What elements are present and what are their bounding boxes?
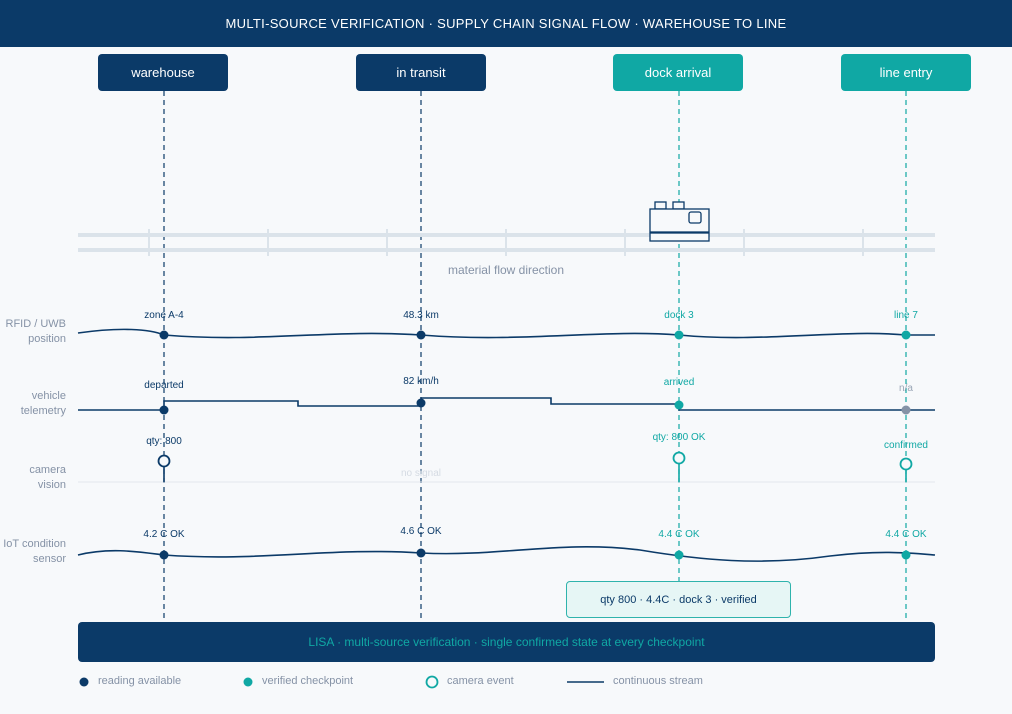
legend-verified-dot-icon [243, 677, 253, 687]
legend-camera-ring-icon [425, 675, 439, 689]
vehicle-icon [649, 201, 710, 242]
rfid-value-dock: dock 3 [664, 310, 694, 321]
diagram-title: MULTI-SOURCE VERIFICATION · SUPPLY CHAIN… [0, 0, 1012, 47]
rfid-reading-dot [159, 330, 169, 340]
legend-stream-label: continuous stream [613, 675, 703, 687]
iot-value-line: 4.4 C OK [885, 529, 927, 540]
camera-value-line: confirmed [884, 440, 928, 451]
telemetry-value-line: n/a [899, 383, 913, 394]
iot-stream [77, 546, 936, 562]
rfid-reading-dot [416, 330, 426, 340]
legend-verified-label: verified checkpoint [262, 675, 354, 687]
stage-dock-arrival: dock arrival [613, 54, 743, 91]
iot-reading-dot [159, 550, 169, 560]
verification-callout: qty 800 · 4.4C · dock 3 · verified [566, 581, 791, 618]
rfid-value-warehouse: zone A-4 [144, 310, 184, 321]
stage-line-entry: line entry [841, 54, 971, 91]
camera-event-ring [672, 451, 686, 465]
camera-event-ring [157, 454, 171, 468]
camera-value-dock: qty: 800 OK [652, 432, 706, 443]
rfid-value-line: line 7 [894, 310, 918, 321]
telemetry-value-dock: arrived [663, 377, 695, 388]
telemetry-value-warehouse: departed [144, 380, 184, 391]
iot-reading-dot [416, 548, 426, 558]
iot-value-dock: 4.4 C OK [658, 529, 700, 540]
iot-value-warehouse: 4.2 C OK [143, 529, 185, 540]
stage-in-transit: in transit [356, 54, 486, 91]
telemetry-verified-dot [674, 400, 684, 410]
legend-camera-label: camera event [447, 675, 514, 687]
rfid-verified-dot [674, 330, 684, 340]
iot-value-transit: 4.6 C OK [400, 526, 442, 537]
telemetry-reading-dot [416, 398, 426, 408]
verification-banner: LISA · multi-source verification · singl… [78, 622, 935, 662]
stage-warehouse: warehouse [98, 54, 228, 91]
camera-value-warehouse: qty: 800 [146, 436, 182, 447]
telemetry-value-transit: 82 km/h [403, 376, 439, 387]
telemetry-unavailable-dot [901, 405, 911, 415]
conveyor-track [78, 229, 935, 256]
legend-reading-label: reading available [98, 675, 182, 687]
telemetry-stream [78, 397, 935, 411]
camera-event-ring [899, 457, 913, 471]
flow-direction-label: material flow direction [447, 263, 565, 277]
telemetry-reading-dot [159, 405, 169, 415]
camera-value-transit: no signal [400, 468, 442, 479]
rfid-value-transit: 48.3 km [403, 310, 439, 321]
legend-reading-dot-icon [79, 677, 89, 687]
iot-verified-dot [674, 550, 684, 560]
rfid-stream [77, 328, 935, 339]
iot-verified-dot [901, 550, 911, 560]
rfid-verified-dot [901, 330, 911, 340]
